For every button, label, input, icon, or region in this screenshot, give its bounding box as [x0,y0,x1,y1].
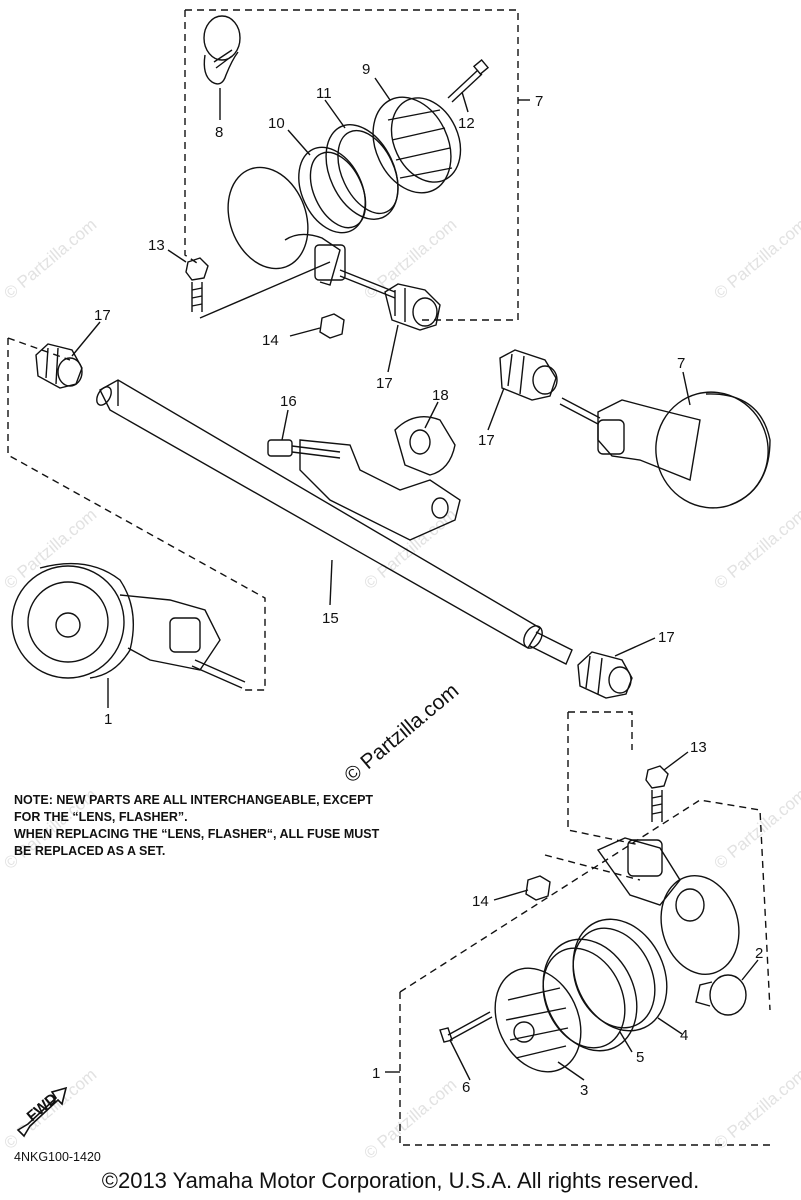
watermark: © Partzilla.com [710,215,801,303]
watermark: © Partzilla.com [710,1065,801,1153]
grommet-17d [577,651,633,699]
callout-17b: 17 [94,307,111,324]
callout-12: 12 [458,115,475,132]
callout-16: 16 [280,393,297,410]
stay-bar-15 [96,379,573,665]
watermark: © Partzilla.com [360,505,460,593]
callout-6: 6 [462,1079,470,1096]
callout-17d: 17 [658,629,675,646]
callout-14b: 14 [472,893,489,910]
callout-labels: 8 10 11 9 12 7 13 14 17 17 16 18 17 7 15… [94,61,763,1099]
callout-2: 2 [755,945,763,962]
callout-15: 15 [322,610,339,627]
callout-7a: 7 [535,93,543,110]
leader-lines [71,77,759,1081]
callout-1b: 1 [372,1065,380,1082]
fwd-arrow-icon: FWD [16,1086,68,1138]
callout-9: 9 [362,61,370,78]
grommet-17a [384,283,441,331]
callout-17c: 17 [478,432,495,449]
callout-1a: 1 [104,711,112,728]
callout-13a: 13 [148,237,165,254]
callout-3: 3 [580,1082,588,1099]
callout-18: 18 [432,387,449,404]
callout-10: 10 [268,115,285,132]
copyright-notice: ©2013 Yamaha Motor Corporation, U.S.A. A… [101,1168,700,1193]
flasher-right [559,391,771,509]
bracket [267,416,461,541]
bulb-8 [203,15,241,85]
callout-7b: 7 [677,355,685,372]
flasher-bottom [439,837,747,1073]
callout-13b: 13 [690,739,707,756]
callout-5: 5 [636,1049,644,1066]
diagram-code: 4NKG100-1420 [14,1150,101,1164]
grommet-17b [35,343,83,389]
note-line: BE REPLACED AS A SET. [14,844,166,858]
drawing [7,9,771,1146]
callout-17a: 17 [376,375,393,392]
bolt-13-top [185,257,209,312]
callout-11: 11 [316,85,332,102]
watermark: © Partzilla.com [0,215,100,303]
note-line: NOTE: NEW PARTS ARE ALL INTERCHANGEABLE,… [14,793,374,807]
note-line: FOR THE “LENS, FLASHER”. [14,810,188,824]
interchangeability-note: NOTE: NEW PARTS ARE ALL INTERCHANGEABLE,… [14,792,534,860]
flasher-left [11,562,246,689]
watermark: © Partzilla.com [710,785,801,873]
callout-8: 8 [215,124,223,141]
flasher-top [227,58,490,299]
watermark: © Partzilla.com [360,1075,460,1163]
bolt-13-bottom [645,765,669,822]
grommet-17c [499,349,558,401]
watermark: © Partzilla.com [0,505,100,593]
note-line: WHEN REPLACING THE “LENS, FLASHER“, ALL … [14,827,380,841]
watermark: © Partzilla.com [710,505,801,593]
callout-4: 4 [680,1027,688,1044]
callout-14a: 14 [262,332,279,349]
